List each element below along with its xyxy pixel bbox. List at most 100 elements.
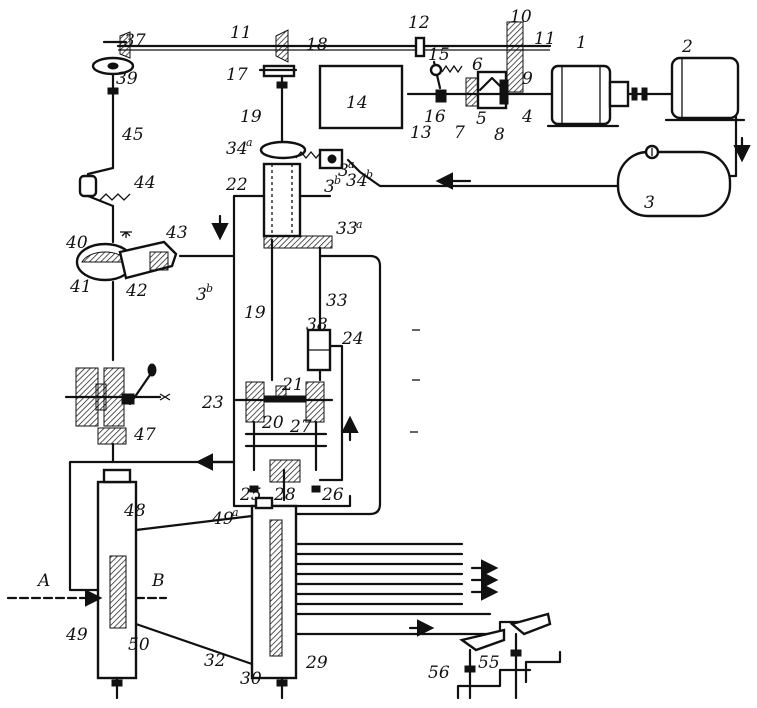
link-32-bottom xyxy=(134,622,254,666)
motor-1 xyxy=(546,64,630,128)
pipe-3b-top xyxy=(232,194,332,218)
reversing-gear xyxy=(64,363,171,427)
label-3b-side: 3 xyxy=(196,285,207,305)
valve-3a xyxy=(295,148,344,170)
label-27: 27 xyxy=(289,417,312,437)
label-14: 14 xyxy=(346,93,368,113)
label-28: 28 xyxy=(273,485,296,505)
label-33a-sup: a xyxy=(356,218,363,231)
label-3b-side-sup: b xyxy=(206,282,213,295)
label-6: 6 xyxy=(472,55,483,75)
label-3b-top: 3 xyxy=(324,177,335,197)
label-11a: 11 xyxy=(230,23,252,43)
label-3a-sup: a xyxy=(348,158,355,171)
gear-47 xyxy=(97,427,127,464)
gear-28 xyxy=(249,459,321,502)
label-2: 2 xyxy=(681,37,693,57)
label-49a: 49 xyxy=(211,509,234,529)
label-38: 38 xyxy=(306,315,328,335)
label-17: 17 xyxy=(226,65,248,85)
label-24: 24 xyxy=(341,329,364,349)
label-22: 22 xyxy=(225,175,248,195)
label-56: 56 xyxy=(428,663,450,683)
label-13: 13 xyxy=(410,123,432,143)
label-40: 40 xyxy=(65,233,88,253)
label-41: 41 xyxy=(69,277,92,297)
label-12: 12 xyxy=(408,13,430,33)
label-21: 21 xyxy=(281,375,304,395)
top-shaft-11 xyxy=(116,44,552,51)
output-pipes xyxy=(294,542,499,637)
label-3: 3 xyxy=(644,193,655,213)
label-19a: 19 xyxy=(240,107,262,127)
sleeve-22 xyxy=(259,140,333,249)
label-4: 4 xyxy=(521,107,533,127)
collar-12 xyxy=(414,36,426,58)
label-11b: 11 xyxy=(534,29,556,49)
label-3b-top-sup: b xyxy=(334,174,341,187)
reference-labels: 1 2 3 4 5 6 7 8 9 10 11 11 12 13 14 15 1… xyxy=(36,7,693,689)
label-30: 30 xyxy=(240,669,262,689)
clutch-gearbox xyxy=(234,381,334,472)
label-9: 9 xyxy=(522,69,533,89)
label-50: 50 xyxy=(128,635,150,655)
label-19b: 19 xyxy=(244,303,266,323)
pipe-24 xyxy=(318,344,344,482)
label-29: 29 xyxy=(305,653,328,673)
label-34a: 34 xyxy=(226,139,248,159)
bevel-gear-37-39 xyxy=(91,31,135,76)
label-42: 42 xyxy=(125,281,148,301)
label-B: B xyxy=(151,571,165,591)
label-49: 49 xyxy=(65,625,88,645)
label-43: 43 xyxy=(165,223,188,243)
pipe-loop-right xyxy=(294,254,382,516)
label-33: 33 xyxy=(326,291,348,311)
label-7: 7 xyxy=(454,123,465,143)
label-25: 25 xyxy=(239,485,262,505)
label-15: 15 xyxy=(428,45,450,65)
label-1: 1 xyxy=(576,33,587,53)
label-5: 5 xyxy=(476,109,487,129)
shaft-45 xyxy=(78,72,131,244)
label-39: 39 xyxy=(116,69,138,89)
piston-49 xyxy=(109,555,127,629)
pipe-to-55-56 xyxy=(294,620,522,636)
label-A: A xyxy=(36,571,50,591)
label-23: 23 xyxy=(201,393,224,413)
label-26: 26 xyxy=(321,485,344,505)
label-32: 32 xyxy=(204,651,226,671)
box-14 xyxy=(318,64,404,130)
label-34b-sup: b xyxy=(366,168,373,181)
link-32-top xyxy=(134,514,254,532)
governor-40-43 xyxy=(75,231,236,282)
cylinder-48 xyxy=(96,468,138,700)
piston-38 xyxy=(306,328,332,372)
label-48: 48 xyxy=(123,501,146,521)
label-18: 18 xyxy=(306,35,328,55)
label-55: 55 xyxy=(478,653,500,673)
label-34b: 34 xyxy=(346,171,368,191)
fixture-56 xyxy=(456,628,532,700)
label-33a: 33 xyxy=(336,219,358,239)
vertical-shaft-19 xyxy=(270,74,288,382)
label-45: 45 xyxy=(121,125,144,145)
label-47: 47 xyxy=(133,425,156,445)
label-37: 37 xyxy=(124,31,146,51)
compressor-2 xyxy=(664,56,746,122)
label-16: 16 xyxy=(424,107,446,127)
label-3a: 3 xyxy=(338,161,349,181)
label-20: 20 xyxy=(261,413,284,433)
label-49a-sup: a xyxy=(232,506,239,519)
fixture-55 xyxy=(509,612,562,700)
label-44: 44 xyxy=(133,173,156,193)
air-pipe-2-3 xyxy=(726,114,738,178)
label-34a-sup: a xyxy=(246,136,253,149)
air-pipe-3-valve xyxy=(346,158,620,188)
label-8: 8 xyxy=(494,125,505,145)
piston-30 xyxy=(269,519,283,657)
bevel-gear-17-18 xyxy=(258,29,298,78)
gear-train-5-10 xyxy=(465,21,524,110)
lever-15 xyxy=(429,60,463,103)
